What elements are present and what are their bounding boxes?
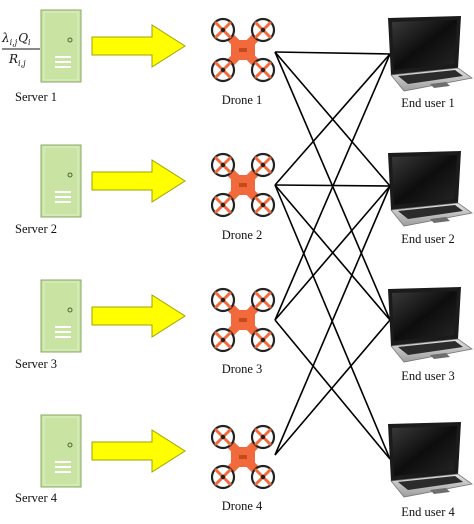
drone-4-quadcopter-drone-icon (210, 424, 276, 490)
link-line-drone3-user1 (274, 53, 391, 321)
server-label-3: Server 3 (15, 357, 57, 371)
drone-label-1: Drone 1 (222, 93, 263, 107)
server-1-server-tower-icon (40, 9, 82, 83)
drone-label-4: Drone 4 (222, 499, 263, 513)
user-label-3: End user 3 (401, 369, 454, 383)
drone-label-3: Drone 3 (222, 362, 263, 376)
formula-q: Q (18, 31, 28, 45)
server-2-server-tower-icon (40, 144, 82, 218)
drone-label-2: Drone 2 (222, 228, 263, 242)
link-lines (274, 51, 391, 460)
link-line-drone2-user1 (274, 53, 391, 186)
arrow-1-yellow-arrow-icon (91, 24, 186, 68)
formula-r-sub: i,j (18, 59, 26, 68)
formula-q-sub: i (28, 38, 31, 47)
formula-lambda-sub: i,j (10, 38, 18, 47)
svg-text:Ri,j: Ri,j (8, 52, 26, 68)
link-line-drone4-user2 (274, 185, 391, 456)
formula-lambda: λ (1, 31, 10, 45)
svg-text:λi,jQi: λi,jQi (1, 31, 31, 47)
server-4-server-tower-icon (40, 414, 82, 488)
user-label-1: End user 1 (401, 96, 454, 110)
end-user-1-laptop-icon (388, 16, 473, 92)
server-label-4: Server 4 (15, 491, 58, 505)
server-label-2: Server 2 (15, 222, 57, 236)
link-line-drone1-user1 (274, 51, 391, 55)
link-line-drone4-user3 (274, 319, 391, 456)
arrow-3-yellow-arrow-icon (91, 294, 186, 338)
end-user-3-laptop-icon (388, 287, 473, 363)
end-user-4-laptop-icon (388, 422, 473, 498)
server-3-server-tower-icon (40, 279, 82, 353)
link-line-drone3-user4 (274, 319, 391, 460)
drone-2-quadcopter-drone-icon (210, 152, 276, 218)
link-line-drone3-user2 (274, 185, 391, 321)
drone-1-quadcopter-drone-icon (210, 17, 276, 83)
rate-formula: λi,jQi Ri,j (1, 31, 40, 68)
server-label-1: Server 1 (15, 90, 57, 104)
end-user-2-laptop-icon (388, 151, 473, 227)
drone-3-quadcopter-drone-icon (210, 287, 276, 353)
arrow-4-yellow-arrow-icon (91, 429, 186, 473)
formula-r: R (8, 52, 18, 66)
user-label-4: End user 4 (401, 505, 455, 519)
user-label-2: End user 2 (401, 232, 454, 246)
arrow-2-yellow-arrow-icon (91, 159, 186, 203)
